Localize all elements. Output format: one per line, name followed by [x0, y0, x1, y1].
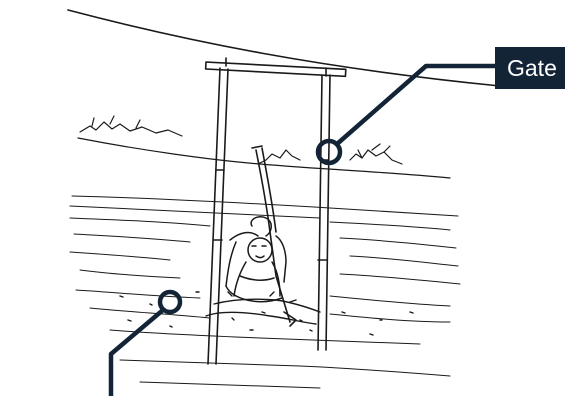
gate-label: Gate [495, 47, 565, 89]
kayak-splash [206, 292, 320, 324]
gate-pole-right [318, 75, 330, 350]
water-lines [70, 196, 460, 388]
gate-callout [318, 66, 495, 163]
far-bank [78, 116, 450, 178]
paddler [226, 217, 286, 302]
suspension-wire [68, 10, 500, 86]
gate-crossbar [206, 58, 346, 76]
gate-pole-left [208, 68, 228, 364]
water-turbulence [120, 292, 413, 335]
water-feature-callout [111, 292, 180, 396]
